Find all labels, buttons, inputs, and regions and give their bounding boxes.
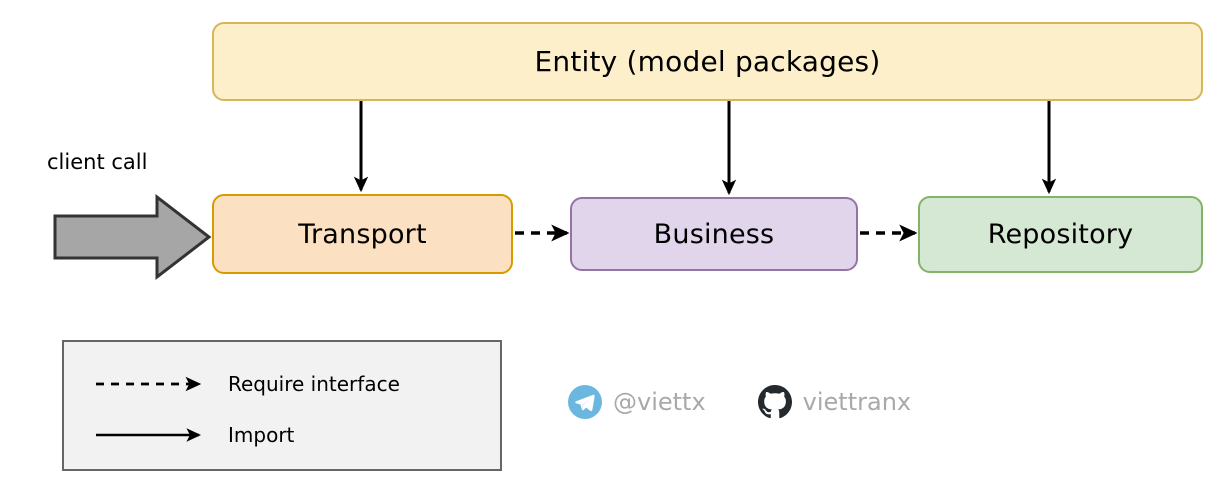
node-transport-label: Transport (298, 218, 427, 250)
legend-item-import-label: Import (228, 423, 295, 447)
node-entity-label: Entity (model packages) (534, 44, 881, 78)
node-repository-label: Repository (987, 219, 1134, 250)
node-business[interactable]: Business (570, 197, 858, 271)
legend-item-import: Import (94, 421, 294, 449)
social-telegram[interactable]: @viettx (568, 385, 706, 419)
node-transport[interactable]: Transport (212, 194, 513, 274)
github-icon (757, 385, 792, 419)
node-entity[interactable]: Entity (model packages) (212, 22, 1203, 101)
node-repository[interactable]: Repository (918, 196, 1203, 273)
legend-item-require-interface-label: Require interface (228, 372, 400, 396)
solid-arrow-icon (96, 428, 202, 442)
dashed-arrow-icon (96, 376, 202, 392)
telegram-icon (568, 385, 602, 419)
social-github-handle: viettranx (802, 388, 912, 416)
client-call-block-arrow (53, 193, 212, 281)
legend: Require interface Import (62, 340, 502, 471)
social-telegram-handle: @viettx (613, 388, 706, 416)
social-handles: @viettx viettranx (568, 385, 911, 419)
node-business-label: Business (653, 218, 775, 250)
social-github[interactable]: viettranx (757, 385, 912, 419)
legend-item-require-interface: Require interface (94, 370, 400, 398)
client-call-label: client call (47, 150, 148, 174)
